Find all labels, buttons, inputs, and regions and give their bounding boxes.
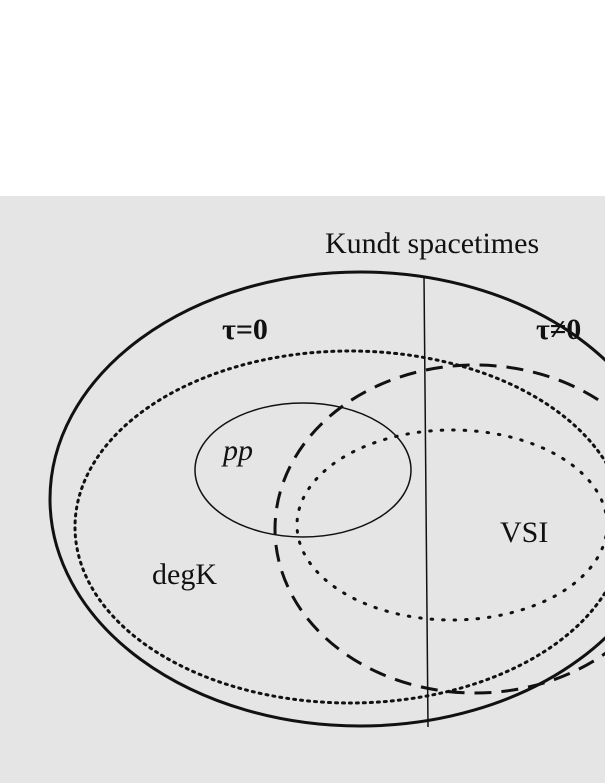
kundt-ellipse	[48, 270, 605, 728]
venn-diagram: Kundt spacetimes τ=0 τ≠0 pp VSI degK	[48, 227, 605, 728]
label-vsi: VSI	[500, 516, 548, 549]
label-tau-nonzero: τ≠0	[536, 313, 581, 346]
degk-ellipse	[73, 349, 605, 705]
pp-ellipse	[194, 402, 412, 538]
label-pp: pp	[221, 434, 253, 467]
vsi-ellipse	[295, 428, 605, 622]
tau-divider-line	[423, 275, 429, 728]
label-degk: degK	[152, 558, 217, 591]
label-tau-zero: τ=0	[222, 313, 268, 346]
diagram-canvas: Kundt spacetimes τ=0 τ≠0 pp VSI degK	[0, 196, 605, 783]
diagram-title: Kundt spacetimes	[325, 227, 539, 260]
tau-nonzero-dashed-ellipse	[273, 363, 605, 695]
